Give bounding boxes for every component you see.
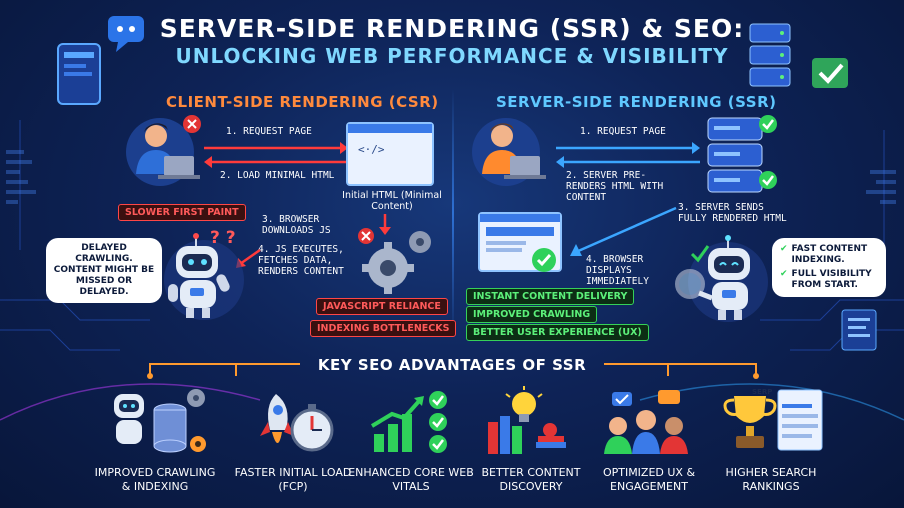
browser-titlebar: [480, 214, 560, 222]
ssr-tag-improved-crawling: IMPROVED CRAWLING: [466, 306, 598, 323]
bubble-text-2: FULL VISIBILITY FROM START.: [791, 269, 872, 290]
server-stack-decor-icon: [749, 23, 791, 87]
happy-robot-magnifier-icon: [675, 235, 768, 322]
csr-down-arrow: [379, 214, 391, 235]
ssr-server-icon: [707, 115, 777, 193]
document-decor-icon: [841, 309, 877, 351]
content-block: [486, 227, 554, 236]
csr-speech-bubble: DELAYED CRAWLING. CONTENT MIGHT BE MISSE…: [46, 238, 162, 303]
csr-step-4: 4. JS EXECUTES, FETCHES DATA, RENDERS CO…: [258, 244, 344, 277]
advantage-label-6: HIGHER SEARCH RANKINGS: [725, 466, 817, 493]
advantages-heading: KEY SEO ADVANTAGES OF SSR: [317, 356, 587, 374]
page-subtitle: UNLOCKING WEB PERFORMANCE & VISIBILITY: [175, 44, 729, 68]
advantage-label-3: ENHANCED CORE WEB VITALS: [348, 466, 474, 493]
ssr-arrows: [556, 142, 700, 168]
csr-tag-indexing-bottlenecks: INDEXING BOTTLENECKS: [310, 320, 457, 337]
ssr-diagonal-arrow: [570, 206, 677, 256]
advantage-icon-4: [488, 386, 566, 454]
advantage-label-2: FASTER INITIAL LOAD (FCP): [234, 466, 352, 493]
ssr-browser-check-icon: [532, 248, 556, 272]
ssr-step-3: 3. SERVER SENDS FULLY RENDERED HTML: [678, 202, 787, 224]
csr-arrows: [204, 142, 348, 168]
ssr-tag-instant-content-delivery: INSTANT CONTENT DELIVERY: [466, 288, 635, 305]
advantage-label-1: IMPROVED CRAWLING & INDEXING: [94, 466, 216, 493]
csr-tag-javascript-reliance: JAVASCRIPT RELIANCE: [316, 298, 448, 315]
ssr-user-laptop-icon: [472, 118, 546, 186]
csr-initial-html-label: Initial HTML (Minimal Content): [342, 190, 442, 212]
confused-robot-icon: [164, 233, 244, 320]
ssr-heading: SERVER-SIDE RENDERING (SSR): [496, 93, 777, 111]
advantages-connector-lines: [147, 363, 759, 379]
ssr-speech-bubble: ✔ FAST CONTENT INDEXING. ✔ FULL VISIBILI…: [772, 238, 886, 297]
serp-label: SERP: [752, 388, 773, 396]
csr-step-3: 3. BROWSER DOWNLOADS JS: [262, 214, 331, 236]
advantage-icon-6: [723, 389, 823, 451]
question-marks: ? ?: [210, 228, 236, 248]
content-line: [486, 241, 526, 245]
check-box-decor-icon: [812, 58, 848, 88]
gears-icon: [358, 228, 431, 294]
advantage-label-4: BETTER CONTENT DISCOVERY: [481, 466, 581, 493]
csr-user-laptop-icon: [126, 115, 201, 186]
browser-titlebar: [348, 124, 432, 133]
check-icon: ✔: [780, 269, 788, 279]
advantage-icon-5: [604, 390, 688, 454]
csr-step-1: 1. REQUEST PAGE: [226, 126, 312, 137]
speech-decor-icon: [108, 16, 144, 52]
page-title: SERVER-SIDE RENDERING (SSR) & SEO:: [159, 14, 745, 43]
advantage-label-5: OPTIMIZED UX & ENGAGEMENT: [602, 466, 696, 493]
csr-step-2: 2. LOAD MINIMAL HTML: [220, 170, 335, 181]
ssr-tag-better-ux: BETTER USER EXPERIENCE (UX): [466, 324, 649, 341]
check-icon: ✔: [780, 244, 788, 254]
bubble-text-1: FAST CONTENT INDEXING.: [791, 244, 868, 265]
csr-heading: CLIENT-SIDE RENDERING (CSR): [166, 93, 439, 111]
bubble-line-2: ✔ FULL VISIBILITY FROM START.: [780, 269, 878, 291]
advantage-icon-1: [114, 389, 206, 453]
ssr-step-1: 1. REQUEST PAGE: [580, 126, 666, 137]
advantage-icon-2: [260, 394, 334, 452]
code-glyph: <·/>: [358, 143, 385, 156]
tablet-decor-icon: [57, 43, 101, 105]
csr-tag-slower-first-paint: SLOWER FIRST PAINT: [118, 204, 246, 221]
ssr-step-2: 2. SERVER PRE-RENDERS HTML WITH CONTENT: [566, 170, 664, 203]
bubble-line-1: ✔ FAST CONTENT INDEXING.: [780, 244, 878, 266]
csr-browser-window: <·/>: [346, 122, 434, 186]
column-divider: [452, 88, 454, 338]
content-line: [486, 248, 522, 252]
advantage-icon-3: [370, 391, 447, 453]
ssr-step-4: 4. BROWSER DISPLAYS IMMEDIATELY: [586, 254, 649, 287]
